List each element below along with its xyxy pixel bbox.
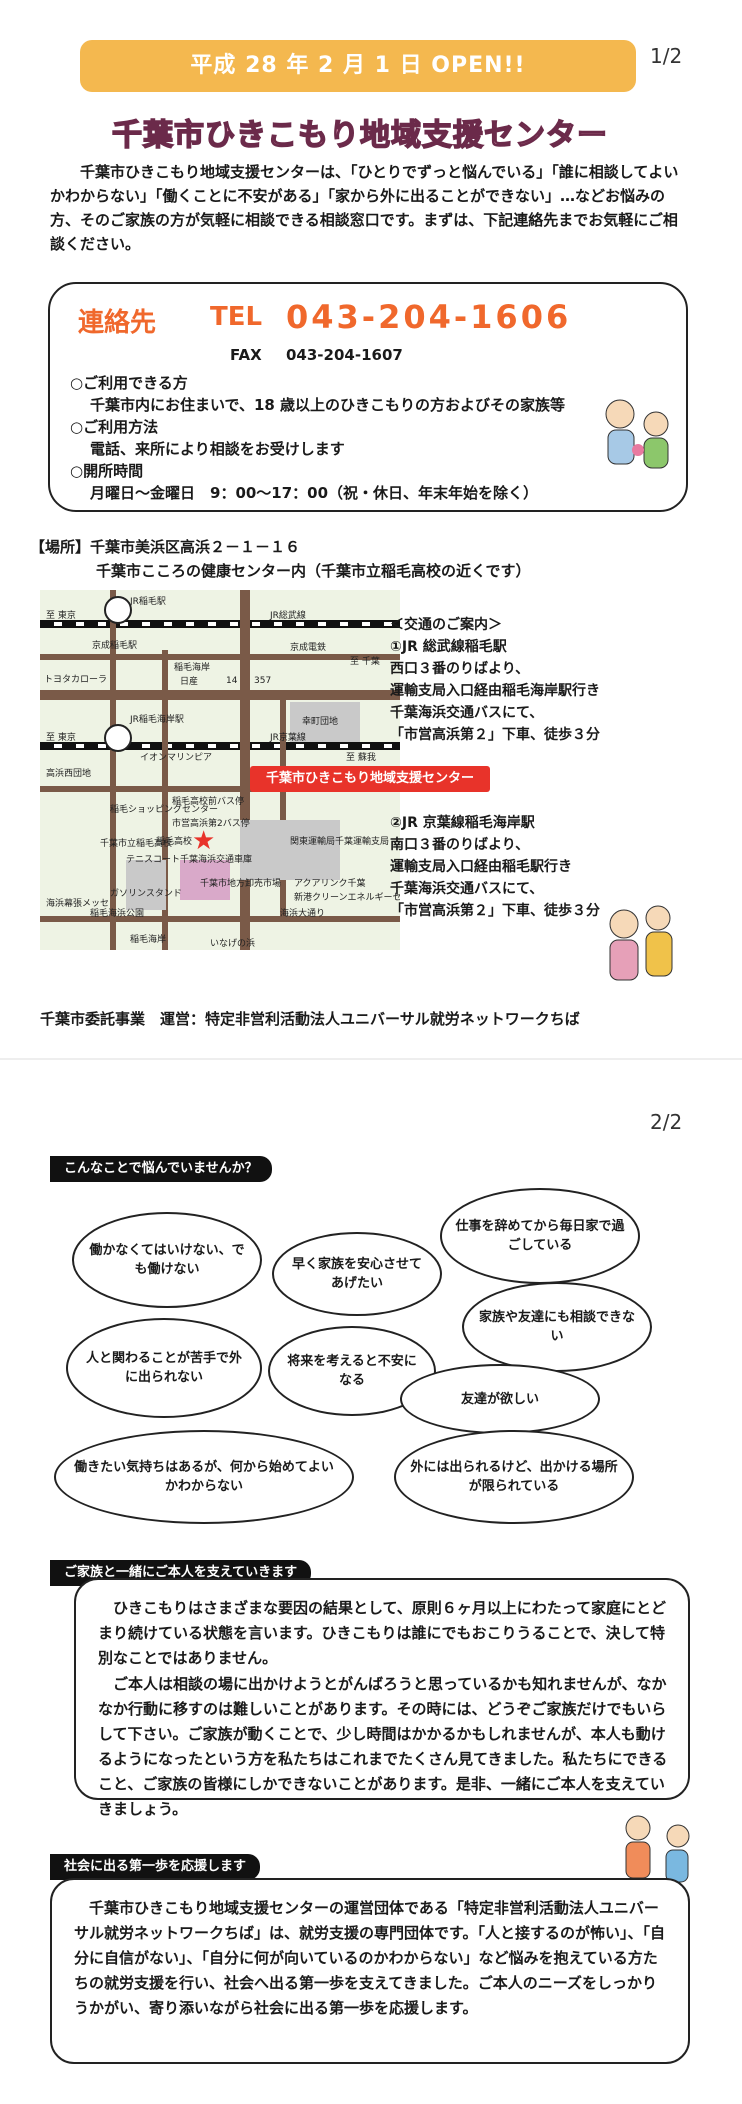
page-title: 千葉市ひきこもり地域支援センター	[111, 117, 608, 154]
map-label: 稲毛海岸	[174, 663, 211, 673]
access-route-1: ①JR 総武線稲毛駅 西口３番のりばより、 運輸支局入口経由稲毛海岸駅行き 千葉…	[390, 639, 600, 743]
method-heading: ○ご利用方法	[70, 418, 159, 436]
map-label: 14	[226, 676, 238, 686]
map-label: 幸町団地	[302, 717, 339, 727]
map-label: 京成稲毛駅	[92, 641, 138, 651]
map-label: 関東運輸局千葉運輸支局	[290, 837, 390, 847]
hours-text: 月曜日～金曜日 9：00～17：00（祝・休日、年末年始を除く）	[90, 484, 539, 502]
map-label: 市営高浜第2バス停	[172, 819, 250, 829]
map-label: イオンマリンピア	[140, 753, 213, 763]
map-label: 海浜大通り	[280, 909, 326, 919]
map-label: 稲毛高校前バス停	[172, 797, 245, 807]
contact-label: 連絡先	[78, 308, 157, 338]
map-label: 新港クリーンエネルギーセンター	[294, 893, 400, 903]
map-label: テニスコート	[126, 855, 181, 865]
worry-cloud-3: 仕事を辞めてから毎日家で過ごしている	[440, 1188, 640, 1284]
map-label: トヨタカローラ	[44, 675, 108, 685]
center-map-label: 千葉市ひきこもり地域支援センター	[250, 766, 490, 792]
map-label: 京成電鉄	[290, 643, 327, 653]
eligibility-heading: ○ご利用できる方	[70, 374, 188, 392]
map-label: ガソリンスタンド	[110, 889, 182, 899]
map-label: 千葉市立稲毛高校	[100, 839, 173, 849]
map-label: 千葉海浜交通車庫	[180, 855, 253, 865]
society-support-box: 千葉市ひきこもり地域支援センターの運営団体である「特定非営利活動法人ユニバーサル…	[50, 1878, 690, 2064]
worry-cloud-1: 働かなくてはいけない、でも働けない	[72, 1212, 262, 1308]
map-label: JR稲毛駅	[130, 597, 166, 607]
page-divider	[0, 1058, 742, 1060]
map-label: 357	[254, 676, 272, 686]
worry-cloud-4: 家族や友達にも相談できない	[462, 1282, 652, 1372]
map-label: 千葉市地方卸売市場	[200, 879, 282, 889]
access-route-2: ②JR 京葉線稲毛海岸駅 南口３番のりばより、 運輸支局入口経由稲毛駅行き 千葉…	[390, 815, 600, 919]
worry-cloud-8: 働きたい気持ちはあるが、何から始めてよいかわからない	[54, 1430, 354, 1524]
eligibility-text: 千葉市内にお住まいで、18 歳以上のひきこもりの方およびその家族等	[90, 396, 566, 414]
staff-illustration	[609, 905, 673, 981]
map-label: いなげの浜	[210, 939, 256, 949]
family-paragraph-2: ご本人は相談の場に出かけようとがんばろうと思っているかも知れませんが、なかなか行…	[98, 1675, 668, 1818]
family-paragraph-1: ひきこもりはさまざまな要因の結果として、原則６ヶ月以上にわたって家庭にとどまり続…	[98, 1599, 667, 1667]
contact-box: 連絡先 TEL 043-204-1606 FAX 043-204-1607 ○ご…	[48, 282, 688, 512]
location-note: 千葉市こころの健康センター内（千葉市立稲毛高校の近くです）	[96, 562, 531, 580]
children-illustration	[625, 1815, 690, 1883]
map-label: 稲毛ショッピングセンター	[110, 805, 219, 815]
map-label: JR京葉線	[270, 733, 306, 743]
center-location-star: ★	[192, 826, 216, 856]
worry-cloud-5: 人と関わることが苦手で外に出られない	[66, 1318, 262, 1418]
hours-heading: ○開所時間	[70, 462, 144, 480]
map-label: 至 東京	[46, 611, 76, 621]
family-support-box: ひきこもりはさまざまな要因の結果として、原則６ヶ月以上にわたって家庭にとどまり続…	[74, 1578, 690, 1818]
location-address: 【場所】千葉市美浜区高浜２－１－１６	[30, 538, 301, 556]
society-paragraph: 千葉市ひきこもり地域支援センターの運営団体である「特定非営利活動法人ユニバーサル…	[74, 1899, 666, 2017]
map-label: 稲毛高校	[156, 837, 193, 847]
section-tag-society: 社会に出る第一歩を応援します	[50, 1854, 261, 1880]
map-label: JR稲毛海岸駅	[130, 715, 184, 725]
map-label: 日産	[180, 677, 199, 687]
map-label: JR総武線	[270, 611, 306, 621]
map-label: 至 千葉	[350, 657, 380, 667]
access-heading: ＜交通のご案内＞	[390, 617, 502, 633]
worry-cloud-2: 早く家族を安心させてあげたい	[272, 1232, 442, 1316]
fax-number: 043-204-1607	[286, 346, 403, 364]
map-label: 稲毛海浜公園	[90, 909, 145, 919]
fax-label: FAX	[230, 346, 262, 364]
map-label: 海浜幕張メッセ	[46, 899, 110, 909]
map-label: 稲毛海岸	[130, 935, 167, 945]
intro-text: 千葉市ひきこもり地域支援センターは、「ひとりでずっと悩んでいる」「誰に相談してよ…	[50, 163, 679, 253]
worry-cloud-7: 友達が欲しい	[400, 1364, 600, 1434]
family-illustration	[605, 399, 669, 469]
operator-footer: 千葉市委託事業 運営：特定非営利活動法人ユニバーサル就労ネットワークちば	[40, 1010, 580, 1028]
map-label: 至 東京	[46, 733, 76, 743]
map-label: アクアリンク千葉	[294, 879, 366, 889]
open-date-banner: 平成 28 年 2 月 1 日 OPEN!!	[80, 40, 636, 92]
method-text: 電話、来所により相談をお受けします	[90, 440, 345, 458]
worry-cloud-9: 外には出られるけど、出かける場所が限られている	[394, 1430, 634, 1524]
map-label: 高浜西団地	[46, 769, 92, 779]
tel-number[interactable]: 043-204-1606	[286, 298, 572, 336]
map-label: 至 蘇我	[346, 753, 376, 763]
tel-label: TEL	[210, 302, 263, 332]
section-tag-worries: こんなことで悩んでいませんか？	[50, 1156, 272, 1182]
page-number: 1/2	[650, 44, 683, 68]
page-number-2: 2/2	[650, 1110, 683, 1134]
